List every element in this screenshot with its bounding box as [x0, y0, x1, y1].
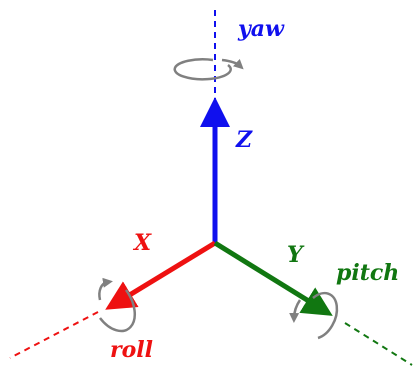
pitch-rotation-arrow-icon — [289, 291, 339, 340]
z-axis-label: Z — [235, 127, 253, 153]
y-axis-arrow — [213, 240, 333, 316]
pitch-label: pitch — [336, 260, 399, 286]
yaw-rotation-arrow-icon — [173, 58, 244, 81]
roll-rotation-arrow-icon — [98, 277, 136, 333]
roll-label: roll — [110, 337, 153, 363]
y-axis-dashed-extension — [344, 322, 413, 366]
y-axis-label: Y — [287, 242, 305, 268]
x-axis-label: X — [132, 230, 152, 256]
yaw-label: yaw — [237, 16, 285, 42]
x-axis-dashed-extension — [9, 311, 99, 359]
x-axis-arrow — [105, 240, 217, 310]
